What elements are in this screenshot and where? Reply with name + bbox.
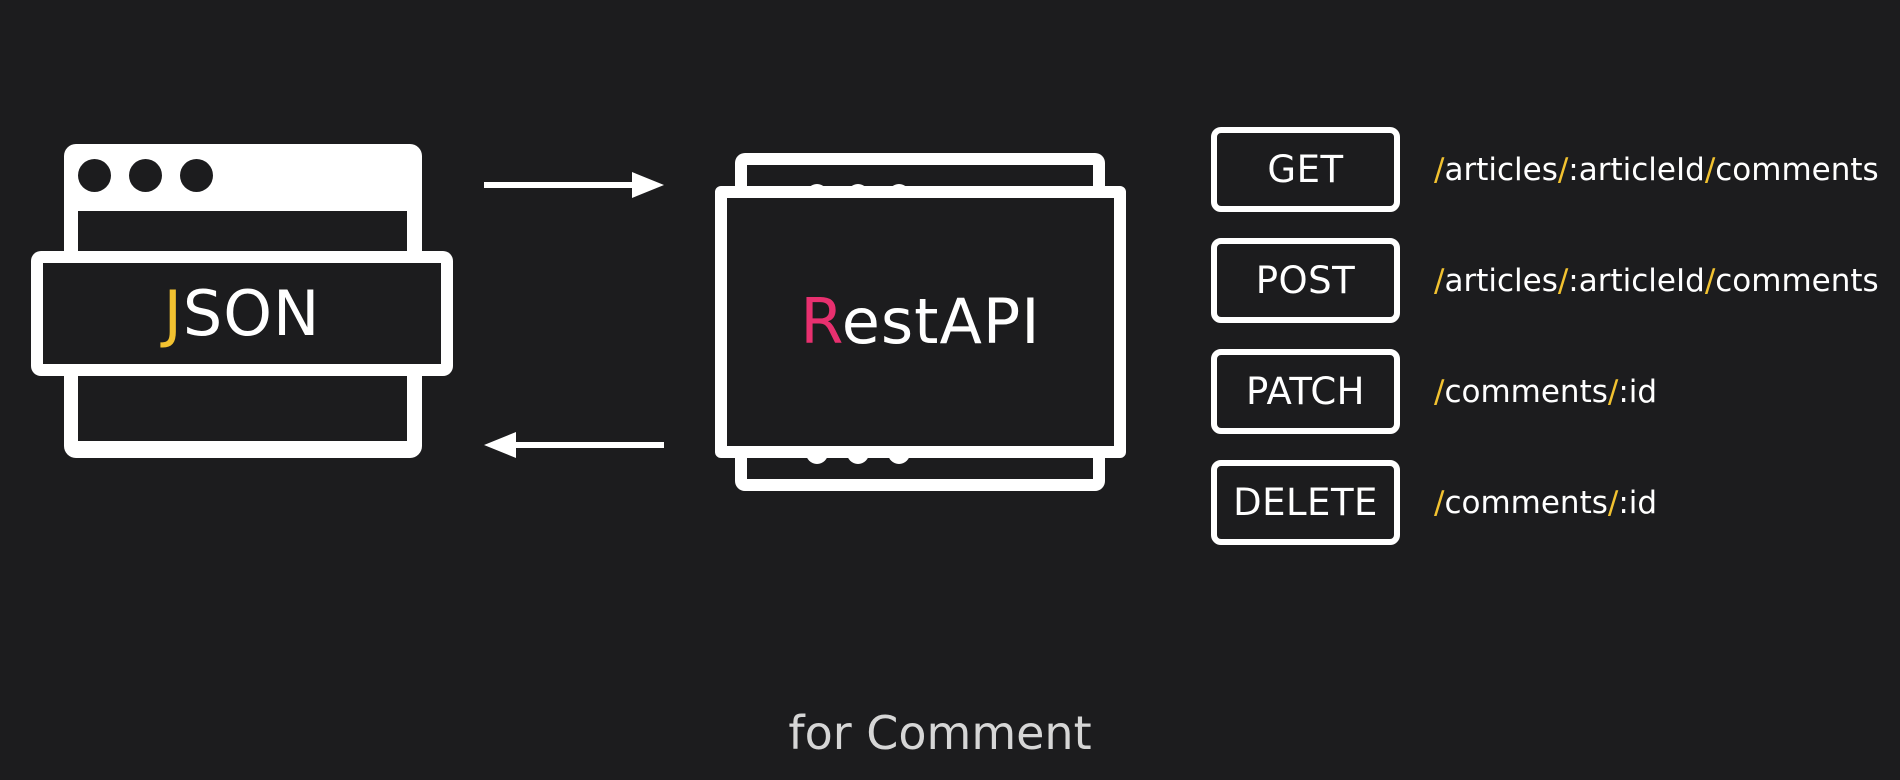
route-segment: comments <box>1444 484 1608 521</box>
restapi-label-initial: R <box>800 285 842 358</box>
route-slash: / <box>1607 373 1619 410</box>
slide-caption: for Comment <box>788 706 1092 760</box>
method-post-box: POST <box>1211 238 1400 323</box>
route-slash: / <box>1704 262 1716 299</box>
json-label: JSON <box>164 282 321 345</box>
route-segment: :articleId <box>1568 151 1705 188</box>
route-slash: / <box>1557 262 1569 299</box>
method-delete-box: DELETE <box>1211 460 1400 545</box>
restapi-label-rest: estAPI <box>841 285 1041 358</box>
method-get-box: GET <box>1211 127 1400 212</box>
restapi-label: RestAPI <box>800 291 1040 353</box>
route-slash: / <box>1434 151 1445 188</box>
route-slash: / <box>1704 151 1716 188</box>
json-label-initial: J <box>163 276 183 350</box>
route-post: /articles/:articleId/comments <box>1434 238 1879 323</box>
json-banner: JSON <box>43 263 441 364</box>
route-delete: /comments/:id <box>1434 460 1657 545</box>
method-patch-box: PATCH <box>1211 349 1400 434</box>
route-slash: / <box>1434 262 1445 299</box>
window-dot-icon <box>180 159 213 192</box>
window-dot-icon <box>129 159 162 192</box>
route-segment: :id <box>1618 373 1658 410</box>
json-label-rest: SON <box>182 276 321 350</box>
route-segment: :id <box>1618 484 1658 521</box>
restapi-window: RestAPI <box>715 186 1126 458</box>
route-segment: comments <box>1715 262 1879 299</box>
route-segment: articles <box>1444 262 1558 299</box>
window-dot-icon <box>78 159 111 192</box>
route-segment: :articleId <box>1568 262 1705 299</box>
route-segment: comments <box>1444 373 1608 410</box>
route-segment: comments <box>1715 151 1879 188</box>
route-slash: / <box>1557 151 1569 188</box>
route-slash: / <box>1434 373 1445 410</box>
route-patch: /comments/:id <box>1434 349 1657 434</box>
route-slash: / <box>1434 484 1445 521</box>
arrow-right-icon <box>484 170 664 200</box>
route-segment: articles <box>1444 151 1558 188</box>
arrow-left-icon <box>484 430 664 460</box>
route-slash: / <box>1607 484 1619 521</box>
route-get: /articles/:articleId/comments <box>1434 127 1879 212</box>
